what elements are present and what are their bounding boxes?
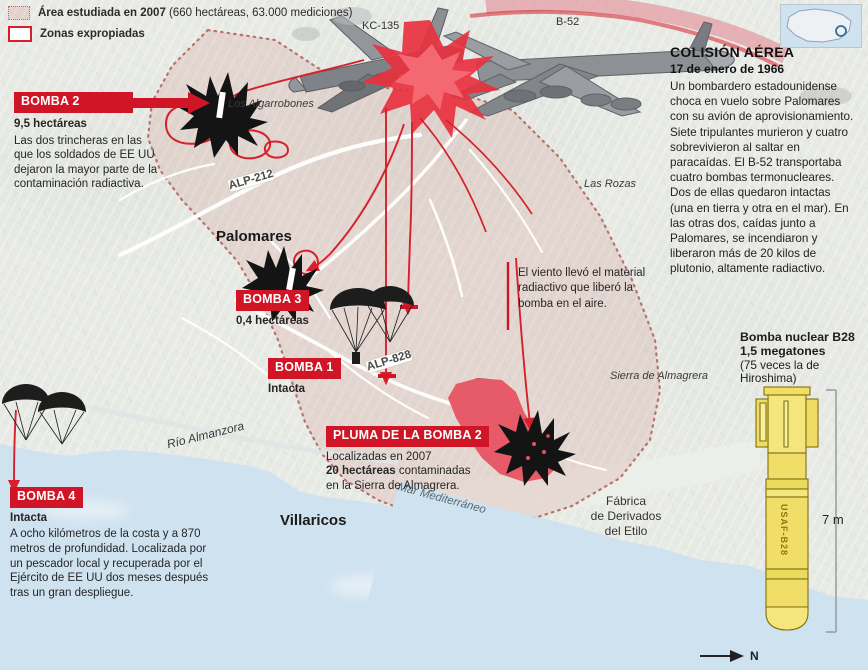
bomba-1-block: BOMBA 1 Intacta <box>268 358 341 396</box>
bomba-2-pointer-arrow <box>132 92 210 114</box>
parachute-sea-2 <box>38 392 86 445</box>
collision-panel: COLISIÓN AÉREA 17 de enero de 1966 Un bo… <box>670 44 854 277</box>
north-label: N <box>750 649 759 663</box>
north-arrow-icon <box>700 650 744 662</box>
legend-label-expropriated: Zonas expropiadas <box>40 28 145 40</box>
b28-dimension-label: 7 m <box>822 512 844 527</box>
bomba-4-status: Intacta <box>10 511 48 524</box>
smoke-puffs <box>292 7 852 106</box>
b28-yield: 1,5 megatones <box>740 344 826 358</box>
fabrica-line-2: de Derivados <box>590 509 662 523</box>
b52-label: B-52 <box>556 16 580 28</box>
bomba-4-block: BOMBA 4 Intacta A ocho kilómetros de la … <box>10 487 210 600</box>
fabrica-line-1: Fábrica <box>605 494 646 508</box>
parachute-land-2 <box>366 286 414 343</box>
burst-plume <box>494 410 576 486</box>
label-villaricos: Villaricos <box>280 512 347 529</box>
legend-bold-1: Zonas expropiadas <box>40 28 145 40</box>
parachute-sea-1 <box>2 384 50 441</box>
bomba-1-status: Intacta <box>268 382 306 395</box>
b28-panel: Bomba nuclear B28 1,5 megatones (75 vece… <box>740 330 862 385</box>
bomba-2-hectares: 9,5 hectáreas <box>14 118 87 130</box>
pluma-hectares: 20 hectáreas <box>326 465 396 478</box>
fabrica-line-3: del Etilo <box>604 524 648 538</box>
label-las-rozas: Las Rozas <box>584 178 636 190</box>
bomba-4-text: A ocho kilómetros de la costa y a 870 me… <box>10 528 209 599</box>
explosion-burst <box>362 20 500 138</box>
legend-bold-0: Área estudiada en 2007 <box>38 7 166 19</box>
collision-date: 17 de enero de 1966 <box>670 62 785 76</box>
spain-outline-icon <box>786 8 852 43</box>
bomba-2-text: Las dos trincheras en las que los soldad… <box>14 134 158 191</box>
bomba-1-tag: BOMBA 1 <box>268 358 341 379</box>
north-arrow: N <box>700 645 770 667</box>
legend-item-expropriated: Zonas expropiadas <box>8 26 438 42</box>
pluma-line-2: 20 hectáreas contaminadas <box>326 464 516 479</box>
b28-bomb-graphic: USAF-B28 <box>752 385 822 631</box>
red-box-swatch-icon <box>8 26 32 42</box>
spain-locator-inset <box>780 4 862 48</box>
kc135-label: KC-135 <box>362 20 400 32</box>
bomba-2-block: BOMBA 2 9,5 hectáreas Las dos trincheras… <box>14 92 210 192</box>
contrail <box>469 0 790 68</box>
b28-bomb-svg <box>755 386 819 631</box>
collision-title: COLISIÓN AÉREA <box>670 44 795 60</box>
b28-dimension-bracket <box>826 389 837 633</box>
wind-note: El viento llevó el material radiactivo q… <box>518 267 646 310</box>
pluma-bomba-2-block: PLUMA DE LA BOMBA 2 Localizadas en 2007 … <box>326 426 516 494</box>
collision-body: Un bombardero estadounidense choca en vu… <box>670 80 854 276</box>
bomba-3-block: BOMBA 3 0,4 hectáreas <box>236 290 309 328</box>
label-sierra-de-almagrera: Sierra de Almagrera <box>610 370 709 382</box>
legend-item-studied-area: Área estudiada en 2007 (660 hectáreas, 6… <box>8 6 438 20</box>
pluma-line-3: en la Sierra de Almagrera. <box>326 480 460 493</box>
bomba-3-hectares: 0,4 hectáreas <box>236 314 309 327</box>
legend: Área estudiada en 2007 (660 hectáreas, 6… <box>8 6 438 48</box>
b28-title: Bomba nuclear B28 <box>740 330 855 344</box>
label-fabrica-derivados-etilo: Fábrica de Derivados del Etilo <box>566 494 686 539</box>
pluma-tag: PLUMA DE LA BOMBA 2 <box>326 426 489 447</box>
label-palomares: Palomares <box>216 228 292 245</box>
b28-note-line-2: Hiroshima) <box>740 372 797 385</box>
dotted-area-swatch-icon <box>8 6 30 20</box>
bomba-2-tag: BOMBA 2 <box>14 92 133 113</box>
b28-note-line-1: (75 veces la de <box>740 359 820 372</box>
bomba-3-tag: BOMBA 3 <box>236 290 309 311</box>
label-los-algarrobones: Los Algarrobones <box>228 98 314 110</box>
bomba-4-tag: BOMBA 4 <box>10 487 83 508</box>
legend-label-studied-area: Área estudiada en 2007 (660 hectáreas, 6… <box>38 7 353 19</box>
legend-rest-0: (660 hectáreas, 63.000 mediciones) <box>165 7 353 19</box>
pluma-line-2-rest: contaminadas <box>395 465 471 478</box>
pluma-line-1: Localizadas en 2007 <box>326 450 432 463</box>
b28-casing-text: USAF-B28 <box>779 503 789 556</box>
